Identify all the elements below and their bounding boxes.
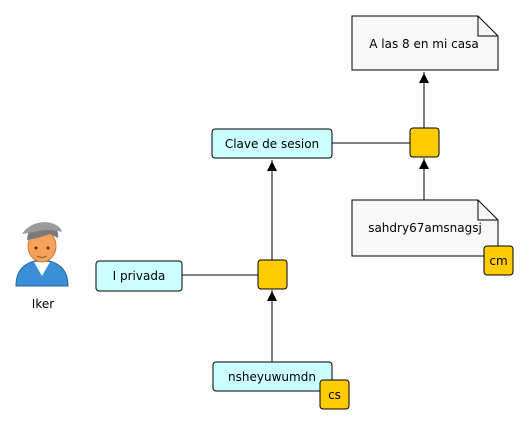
node-label: I privada [113, 269, 166, 283]
note-shape [351, 15, 499, 71]
tag-label: cs [328, 388, 341, 402]
arrowhead-into-junction-bottom [267, 291, 277, 301]
tag-cs[interactable]: cs [319, 379, 350, 410]
note-label: A las 8 en mi casa [369, 37, 478, 51]
note-fold [477, 200, 498, 221]
note-label: sahdry67amsnagsj [368, 221, 482, 235]
actor-iker: Iker [15, 222, 69, 311]
tag-box [483, 245, 514, 276]
note-encrypted[interactable]: sahdry67amsnagsj [351, 199, 499, 257]
node-nonce[interactable]: nsheyuwumdn [212, 361, 333, 392]
node-box [211, 128, 333, 159]
note-fold [477, 16, 498, 37]
node-label: Clave de sesion [225, 137, 319, 151]
node-private-key[interactable]: I privada [95, 260, 183, 292]
arrowhead-into-plain-note [419, 73, 429, 83]
tag-cm[interactable]: cm [483, 245, 514, 276]
user-avatar-icon [15, 222, 69, 287]
node-label: nsheyuwumdn [228, 370, 316, 384]
tag-label: cm [489, 254, 507, 268]
tag-box [319, 379, 350, 410]
actor-name: Iker [32, 297, 54, 311]
note-shape [351, 199, 499, 257]
node-session-key[interactable]: Clave de sesion [211, 128, 333, 159]
node-box [95, 260, 183, 292]
note-plain[interactable]: A las 8 en mi casa [351, 15, 499, 71]
arrowhead-into-junction-right [419, 159, 429, 169]
connectors [182, 72, 425, 362]
junction-1[interactable] [257, 259, 288, 290]
node-box [212, 361, 333, 392]
junction-2[interactable] [409, 127, 440, 158]
arrowheads [267, 73, 429, 301]
arrowhead-into-session-key [267, 161, 277, 171]
